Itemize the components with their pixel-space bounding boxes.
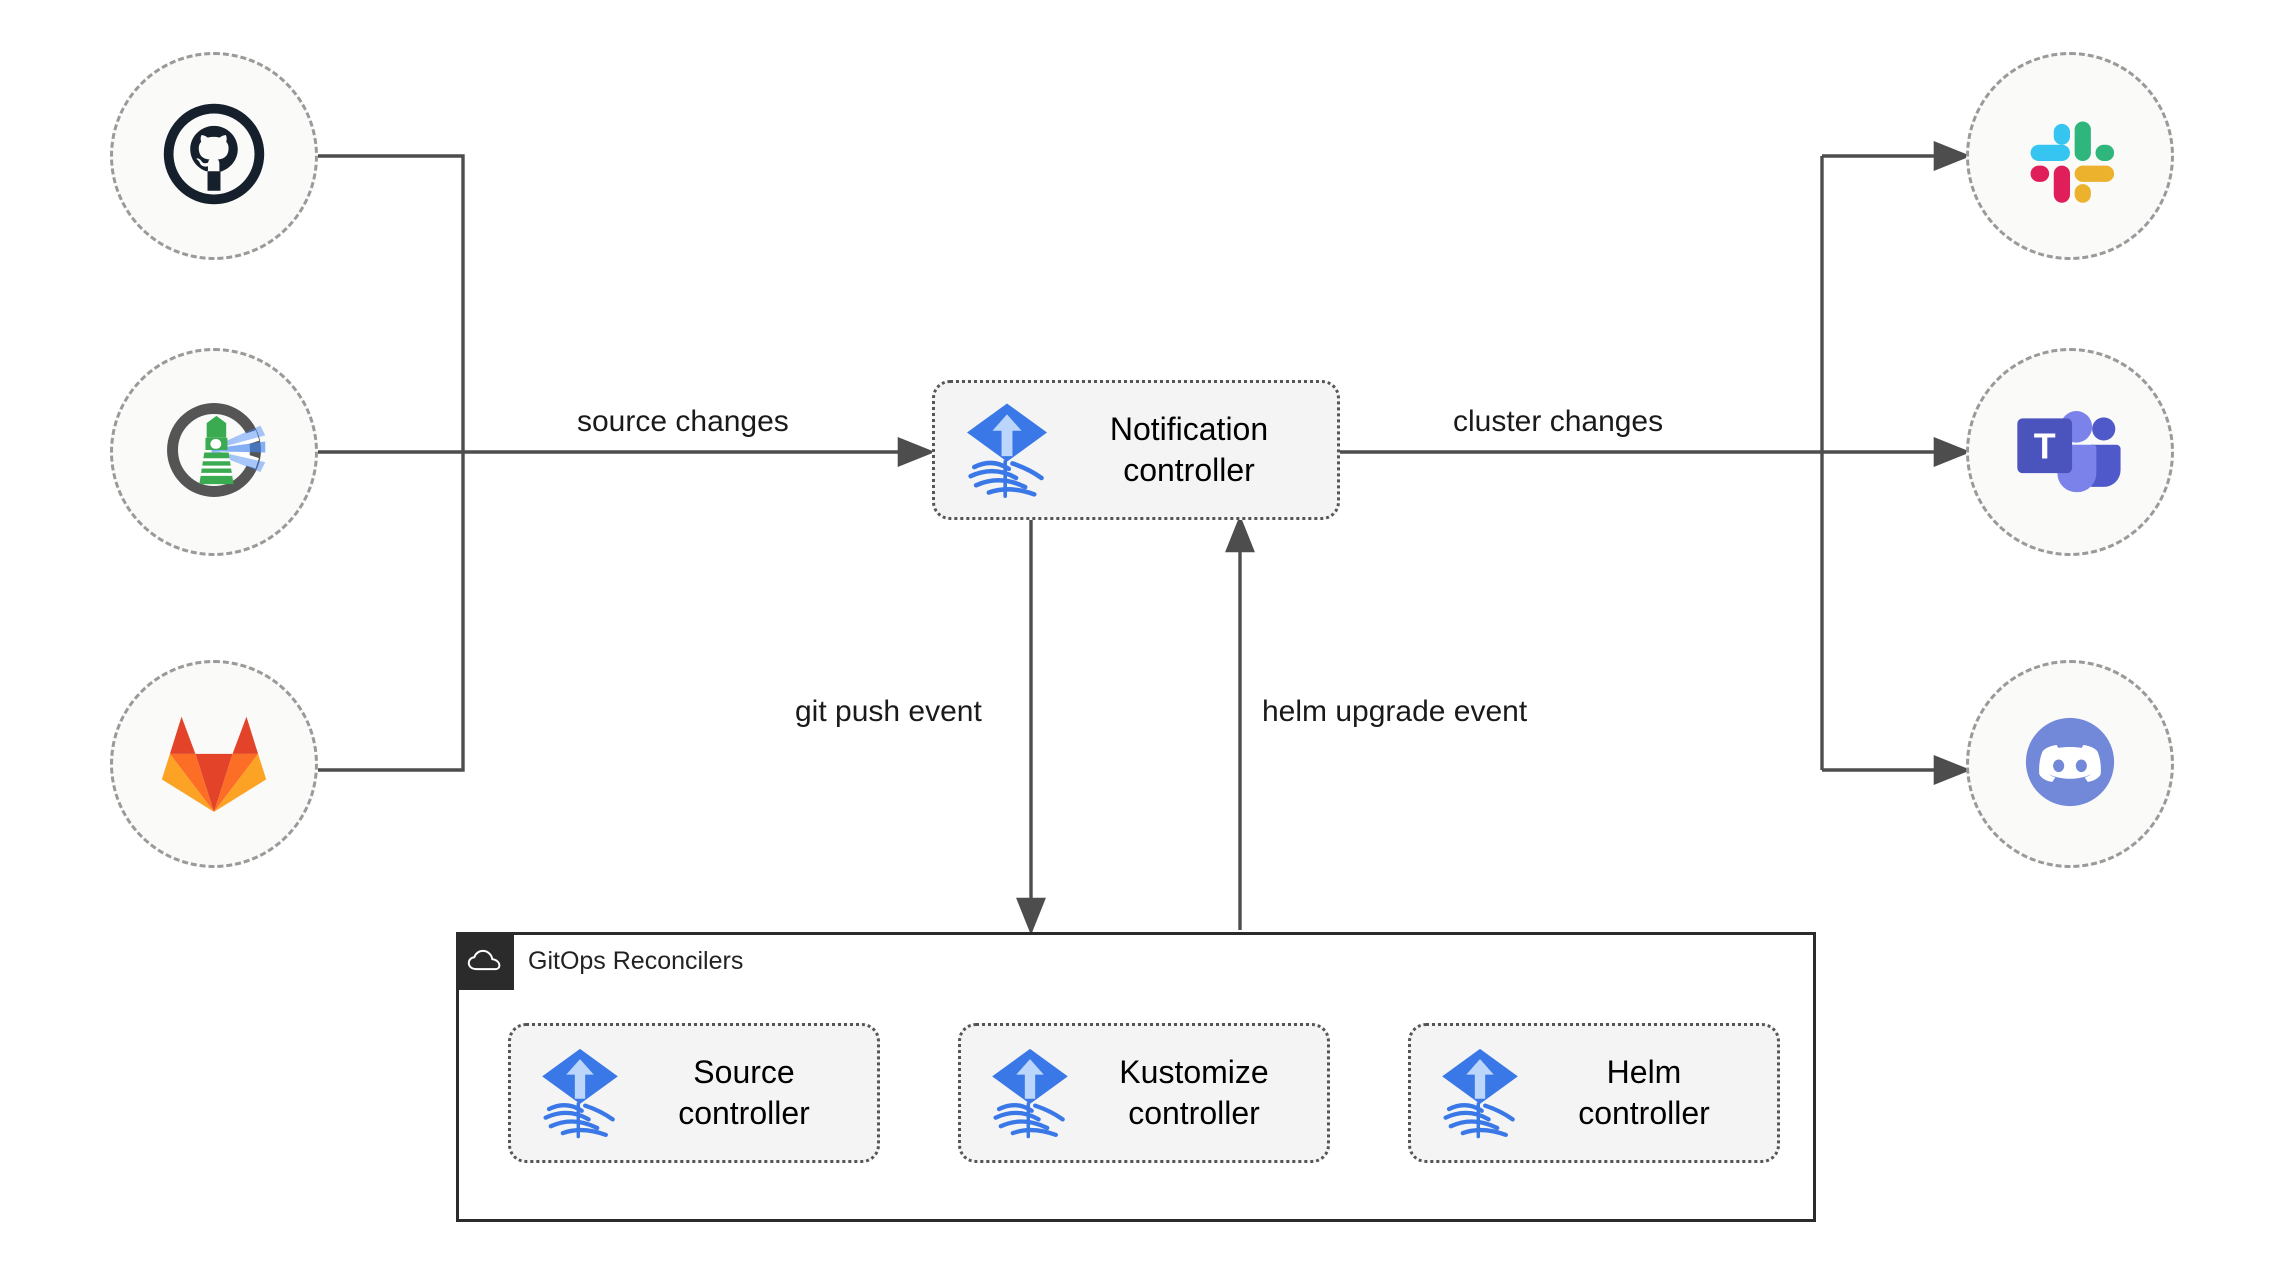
- source-node-gitlab[interactable]: [110, 660, 318, 868]
- gitlab-icon: [156, 707, 272, 822]
- microsoft-teams-icon: T: [2011, 398, 2129, 507]
- flux-controller-icon: [961, 398, 1053, 503]
- helm-controller-label: Helm controller: [1578, 1054, 1710, 1131]
- edge-label-source-changes: source changes: [577, 405, 789, 438]
- gitops-reconcilers-title: GitOps Reconcilers: [528, 946, 744, 975]
- source-controller-box[interactable]: Source controller: [508, 1023, 880, 1163]
- target-node-teams[interactable]: T: [1966, 348, 2174, 556]
- discord-icon: [2007, 699, 2133, 830]
- kustomize-controller-label: Kustomize controller: [1119, 1054, 1269, 1131]
- flux-controller-icon: [537, 1043, 623, 1144]
- source-controller-label: Source controller: [678, 1054, 810, 1131]
- source-node-github[interactable]: [110, 52, 318, 260]
- edge-label-git-push-event: git push event: [795, 695, 982, 728]
- flux-lighthouse-icon: [153, 389, 275, 516]
- flux-controller-icon: [1437, 1043, 1523, 1144]
- slack-icon: [2012, 96, 2128, 217]
- edge-sources-bus: [318, 154, 465, 772]
- svg-text:T: T: [2034, 426, 2056, 466]
- helm-controller-box[interactable]: Helm controller: [1408, 1023, 1780, 1163]
- kustomize-controller-box[interactable]: Kustomize controller: [958, 1023, 1330, 1163]
- notification-controller-box[interactable]: Notification controller: [932, 380, 1340, 520]
- source-node-flux[interactable]: [110, 348, 318, 556]
- gitops-reconcilers-header: GitOps Reconcilers: [456, 932, 743, 990]
- flux-controller-icon: [987, 1043, 1073, 1144]
- edge-label-cluster-changes: cluster changes: [1453, 405, 1664, 438]
- notification-controller-label: Notification controller: [1109, 411, 1269, 488]
- target-node-discord[interactable]: [1966, 660, 2174, 868]
- cloud-icon: [456, 932, 514, 990]
- github-icon: [160, 100, 268, 213]
- target-node-slack[interactable]: [1966, 52, 2174, 260]
- edge-label-helm-upgrade-event: helm upgrade event: [1262, 695, 1528, 728]
